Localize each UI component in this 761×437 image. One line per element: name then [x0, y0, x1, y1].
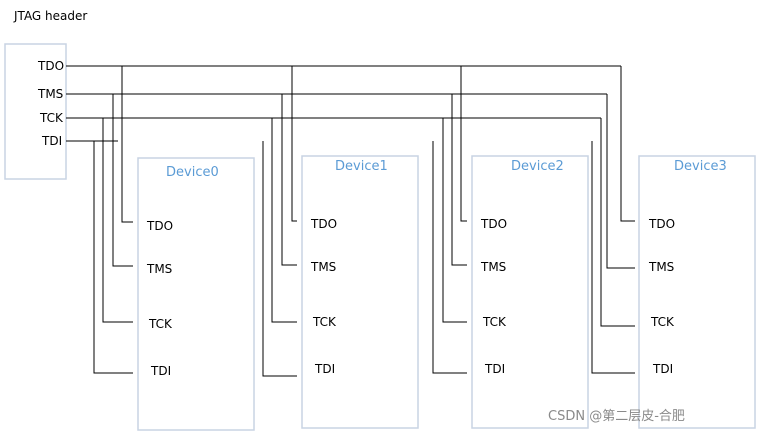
- header-pin-tms: TMS: [37, 87, 63, 101]
- device-3-box: [638, 155, 756, 429]
- tms-wire-device-3: [606, 94, 635, 269]
- tdi-wire-device-1: [262, 141, 297, 377]
- device-0-box: [137, 157, 255, 431]
- device-3-pin-tdo: TDO: [648, 217, 675, 231]
- device-3-pin-tms: TMS: [648, 260, 674, 274]
- device-2-title: Device2: [511, 159, 564, 174]
- device-3-pin-tdi: TDI: [652, 362, 673, 376]
- tms-wire-device-2: [451, 94, 467, 266]
- device-1-pin-tdi: TDI: [314, 362, 335, 376]
- tck-wire-device-1: [271, 118, 297, 323]
- header-pin-tdo: TDO: [37, 59, 64, 73]
- tck-wire-device-3: [600, 118, 635, 327]
- watermark-text: CSDN @第二层皮-合肥: [548, 409, 685, 424]
- tck-wire-device-2: [442, 118, 467, 323]
- tdo-wire-device-0: [121, 66, 133, 223]
- device-0-pin-tck: TCK: [148, 317, 173, 331]
- device-1: Device1 TDO TMS TCK TDI: [301, 155, 419, 429]
- tdo-wire-device-3: [620, 66, 635, 222]
- device-0-title: Device0: [166, 165, 219, 180]
- tdo-wire-device-2: [460, 66, 467, 222]
- header-title: JTAG header: [13, 9, 87, 23]
- device-0-pin-tdo: TDO: [146, 219, 173, 233]
- header-pin-tck: TCK: [39, 111, 64, 125]
- tms-wire-device-1: [281, 94, 297, 266]
- device-1-pin-tck: TCK: [312, 315, 337, 329]
- tms-wire-device-0: [112, 94, 133, 267]
- device-2-pin-tms: TMS: [480, 260, 506, 274]
- header-pin-tdi: TDI: [41, 134, 62, 148]
- device-2-pin-tdo: TDO: [480, 217, 507, 231]
- device-1-pin-tdo: TDO: [310, 217, 337, 231]
- tdi-wire-device-0: [93, 141, 133, 374]
- device-2-pin-tck: TCK: [482, 315, 507, 329]
- device-1-title: Device1: [335, 159, 388, 174]
- device-2-box: [471, 155, 589, 429]
- tck-wire-device-0: [102, 118, 133, 323]
- device-0-pin-tdi: TDI: [150, 364, 171, 378]
- tdi-wire-device-2: [432, 141, 467, 374]
- tdo-wire-device-1: [291, 66, 297, 222]
- tdi-wire-device-3: [591, 141, 635, 374]
- device-2-pin-tdi: TDI: [484, 362, 505, 376]
- device-3-pin-tck: TCK: [650, 315, 675, 329]
- jtag-wires: [66, 65, 635, 377]
- device-1-pin-tms: TMS: [310, 260, 336, 274]
- device-0: Device0 TDO TMS TCK TDI: [137, 157, 255, 431]
- jtag-header-box: [4, 43, 67, 180]
- device-0-pin-tms: TMS: [146, 262, 172, 276]
- device-3: Device3 TDO TMS TCK TDI: [638, 155, 756, 429]
- device-2: Device2 TDO TMS TCK TDI: [471, 155, 589, 429]
- device-1-box: [301, 155, 419, 429]
- device-3-title: Device3: [674, 159, 727, 174]
